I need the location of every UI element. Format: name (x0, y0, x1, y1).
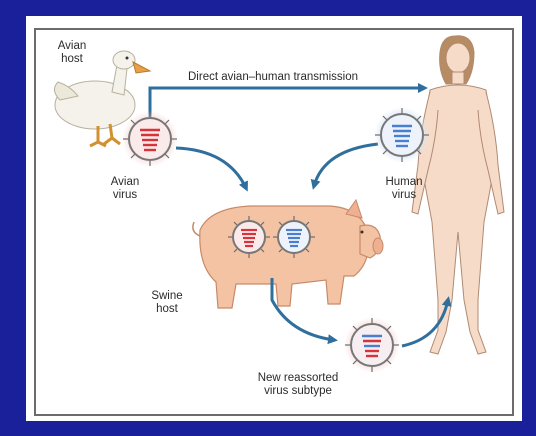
arrow-avian-to-pig (176, 148, 246, 188)
avian-virus-label: Avian virus (100, 176, 150, 202)
avian-virus-icon (122, 111, 178, 167)
swine-host-label: Swine host (142, 290, 192, 316)
new-virus-label: New reassorted virus subtype (244, 372, 352, 398)
avian-host-label: Avian host (44, 40, 100, 66)
human-virus-label: Human virus (378, 176, 430, 202)
arrow-human-to-pig (314, 144, 378, 186)
pig-illustration (193, 200, 383, 308)
pig-avian-virus-icon (228, 216, 270, 258)
transmission-label: Direct avian–human transmission (188, 71, 398, 84)
pig-human-virus-icon (273, 216, 315, 258)
reassorted-virus-icon (344, 317, 400, 373)
human-virus-icon (374, 107, 430, 163)
